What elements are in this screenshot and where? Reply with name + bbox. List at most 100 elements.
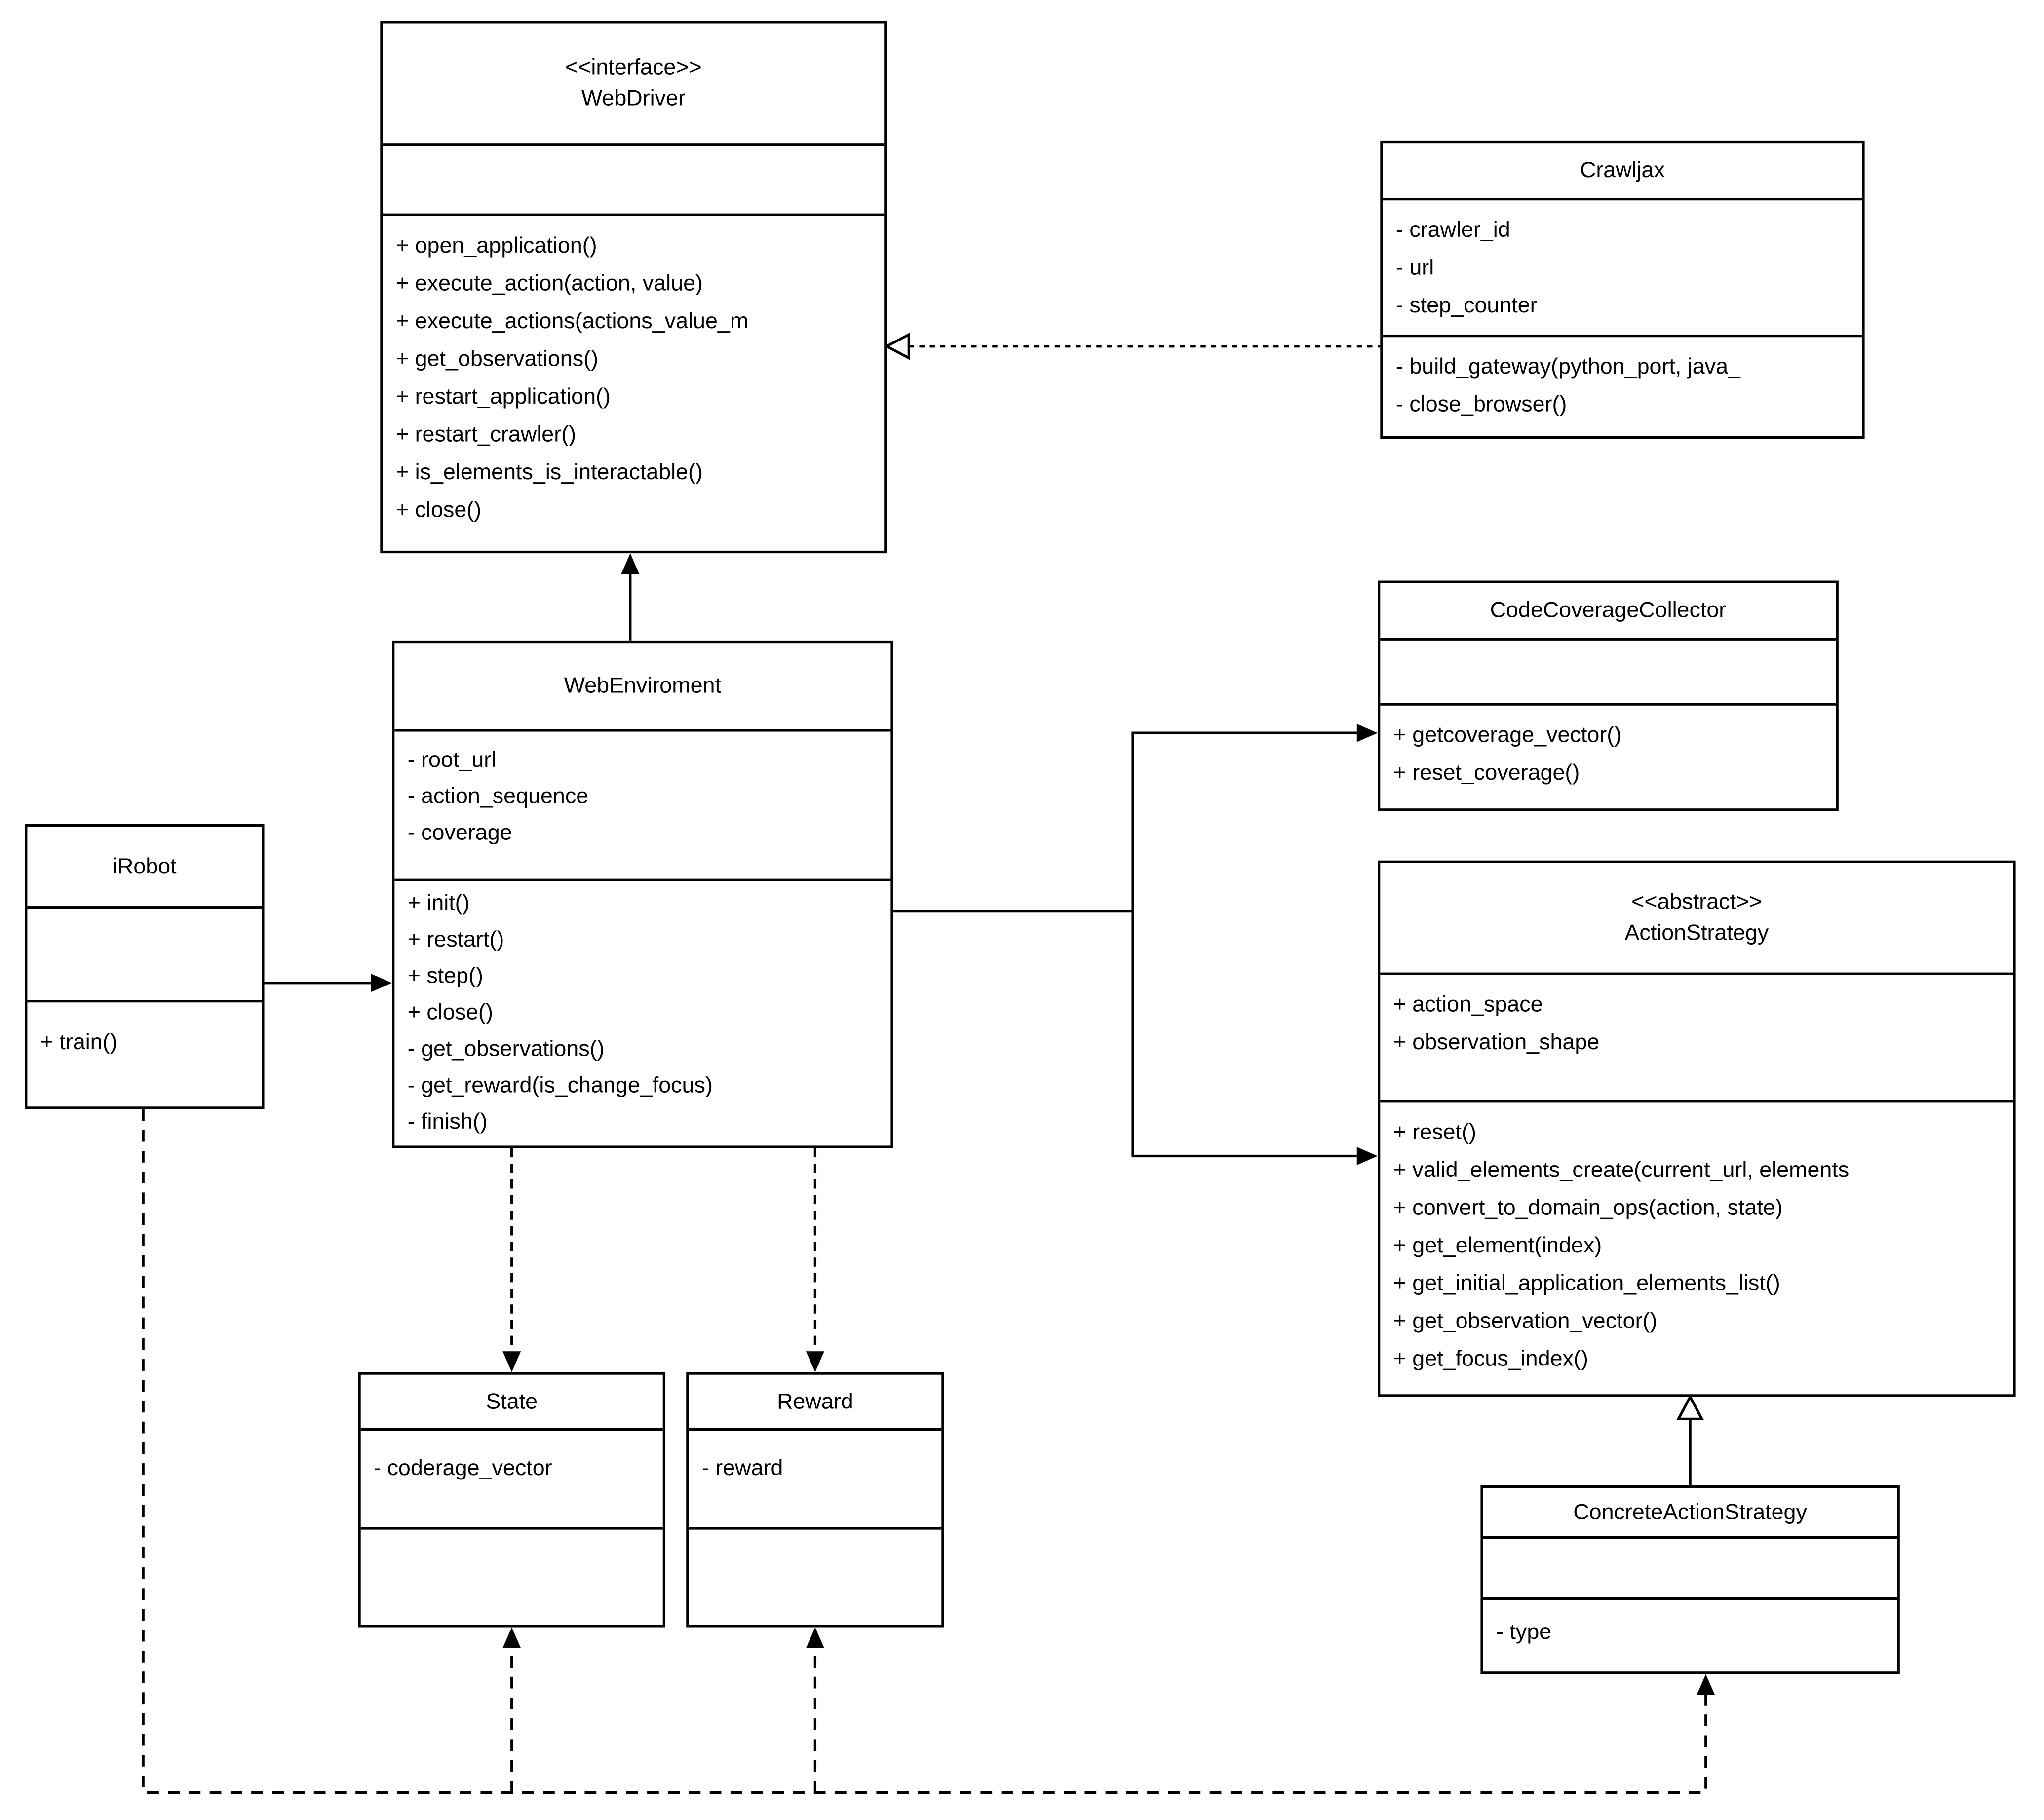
- class-title-crawljax: Crawljax: [1383, 143, 1862, 201]
- class-methods-irobot: + train(): [27, 1002, 262, 1106]
- class-title-state: State: [360, 1375, 663, 1431]
- class-attributes-actionstrategy: + action_space + observation_shape: [1380, 975, 2013, 1103]
- class-member: + get_initial_application_elements_list(…: [1393, 1270, 1780, 1295]
- class-box-irobot: iRobot + train(): [25, 824, 265, 1109]
- class-member: + get_focus_index(): [1393, 1346, 1588, 1371]
- class-box-codecoveragecollector: CodeCoverageCollector + getcoverage_vect…: [1378, 580, 1839, 811]
- class-member: - type: [1496, 1619, 1552, 1644]
- class-title-actionstrategy: <<abstract>> ActionStrategy: [1380, 863, 2013, 975]
- class-methods-actionstrategy: + reset() + valid_elements_create(current…: [1380, 1102, 2013, 1394]
- class-member: + execute_action(action, value): [395, 270, 703, 296]
- class-member: - crawler_id: [1395, 217, 1510, 242]
- class-title-webdriver: <<interface>> WebDriver: [383, 23, 885, 146]
- class-box-webenviroment: WebEnviroment - root_url - action_sequenc…: [392, 640, 893, 1148]
- class-member: + execute_actions(actions_value_m: [395, 308, 749, 334]
- class-member: - url: [1395, 255, 1434, 280]
- class-member: - close_browser(): [1395, 392, 1567, 417]
- arrowhead-crawljax-webdriver: [884, 332, 910, 360]
- edge-webenviroment-branch: [893, 731, 1357, 1158]
- class-box-actionstrategy: <<abstract>> ActionStrategy + action_spa…: [1378, 860, 2016, 1397]
- arrowhead-irobot-webenviroment: [371, 974, 392, 992]
- class-member: - build_gateway(python_port, java_: [1395, 354, 1741, 379]
- arrowhead-bottom-state: [502, 1627, 521, 1648]
- class-member: - get_observations(): [407, 1036, 605, 1061]
- class-member: + train(): [40, 1029, 117, 1055]
- class-member: + close(): [407, 999, 493, 1025]
- class-member: - finish(): [407, 1109, 488, 1134]
- class-member: - coderage_vector: [374, 1455, 552, 1480]
- class-attributes-webdriver: [383, 146, 885, 216]
- class-name: WebDriver: [581, 86, 686, 111]
- class-member: + valid_elements_create(current_url, ele…: [1393, 1157, 1850, 1182]
- class-member: + convert_to_domain_ops(action, state): [1393, 1195, 1783, 1220]
- class-methods-state: [361, 1530, 663, 1625]
- class-member: + observation_shape: [1393, 1029, 1600, 1055]
- class-title-irobot: iRobot: [27, 827, 262, 909]
- arrowhead-webenviroment-codecoveragecollector: [1356, 723, 1378, 742]
- class-methods-crawljax: - build_gateway(python_port, java_ - clos…: [1383, 337, 1862, 436]
- class-stereotype: <<interface>>: [565, 54, 702, 79]
- class-methods-webenviroment: + init() + restart() + step() + close() - ge…: [394, 881, 890, 1146]
- arrowhead-webenviroment-webdriver: [621, 553, 640, 574]
- arrowhead-concreteactionstrategy-actionstrategy: [1676, 1394, 1704, 1421]
- class-box-state: State - coderage_vector: [358, 1372, 666, 1628]
- class-member: + get_observation_vector(): [1393, 1308, 1658, 1333]
- class-member: - coverage: [407, 820, 512, 845]
- class-methods-concreteactionstrategy: - type: [1483, 1600, 1897, 1671]
- class-attributes-reward: - reward: [689, 1431, 942, 1530]
- class-member: + restart_application(): [395, 384, 611, 409]
- class-name: CodeCoverageCollector: [1490, 597, 1727, 622]
- class-member: + get_element(index): [1393, 1233, 1602, 1258]
- arrowhead-webenviroment-reward: [806, 1351, 824, 1372]
- class-member: + init(): [407, 890, 470, 915]
- class-attributes-crawljax: - crawler_id - url - step_counter: [1383, 200, 1862, 338]
- class-stereotype: <<abstract>>: [1631, 889, 1762, 914]
- class-name: Crawljax: [1580, 157, 1665, 183]
- class-name: ConcreteActionStrategy: [1573, 1499, 1807, 1524]
- class-member: - step_counter: [1395, 293, 1538, 318]
- class-name: State: [486, 1388, 538, 1413]
- class-attributes-irobot: [27, 909, 262, 1003]
- class-box-crawljax: Crawljax - crawler_id - url - step_counter…: [1380, 140, 1865, 439]
- class-member: + getcoverage_vector(): [1393, 722, 1622, 748]
- class-box-concreteactionstrategy: ConcreteActionStrategy - type: [1480, 1485, 1900, 1674]
- class-attributes-webenviroment: - root_url - action_sequence - coverage: [394, 732, 891, 881]
- class-title-reward: Reward: [689, 1375, 942, 1431]
- class-name: ActionStrategy: [1624, 920, 1769, 946]
- class-member: + reset(): [1393, 1119, 1476, 1144]
- class-member: + close(): [395, 497, 482, 522]
- class-title-codecoveragecollector: CodeCoverageCollector: [1380, 583, 1836, 641]
- class-methods-codecoveragecollector: + getcoverage_vector() + reset_coverage(): [1380, 706, 1836, 808]
- class-attributes-codecoveragecollector: [1380, 641, 1836, 706]
- class-title-webenviroment: WebEnviroment: [394, 643, 891, 732]
- edge-irobot-bottom-run: [142, 1109, 1707, 1794]
- class-member: - action_sequence: [407, 784, 589, 809]
- class-member: + get_observations(): [395, 346, 599, 371]
- class-member: + step(): [407, 963, 483, 988]
- class-name: iRobot: [112, 853, 177, 878]
- class-methods-webdriver: + open_application() + execute_action(act…: [383, 216, 885, 551]
- class-member: + open_application(): [395, 233, 597, 258]
- class-title-concreteactionstrategy: ConcreteActionStrategy: [1483, 1488, 1897, 1539]
- class-attributes-state: - coderage_vector: [360, 1431, 663, 1530]
- class-member: - reward: [701, 1455, 783, 1480]
- class-member: + is_elements_is_interactable(): [395, 459, 703, 485]
- class-member: + restart_crawler(): [395, 421, 577, 447]
- class-methods-reward: [689, 1530, 942, 1625]
- arrowhead-bottom-concreteactionstrategy: [1697, 1674, 1715, 1695]
- class-member: + restart(): [407, 927, 504, 952]
- class-member: - get_reward(is_change_focus): [407, 1072, 713, 1098]
- class-member: - root_url: [407, 747, 497, 772]
- class-member: + action_space: [1393, 992, 1543, 1017]
- class-box-webdriver: <<interface>> WebDriver + open_applicati…: [380, 21, 887, 554]
- arrowhead-webenviroment-state: [502, 1351, 521, 1372]
- arrowhead-bottom-reward: [806, 1627, 824, 1648]
- class-name: WebEnviroment: [564, 673, 721, 698]
- class-member: + reset_coverage(): [1393, 760, 1580, 785]
- class-name: Reward: [777, 1388, 853, 1413]
- class-attributes-concreteactionstrategy: [1483, 1539, 1897, 1600]
- class-box-reward: Reward - reward: [686, 1372, 944, 1628]
